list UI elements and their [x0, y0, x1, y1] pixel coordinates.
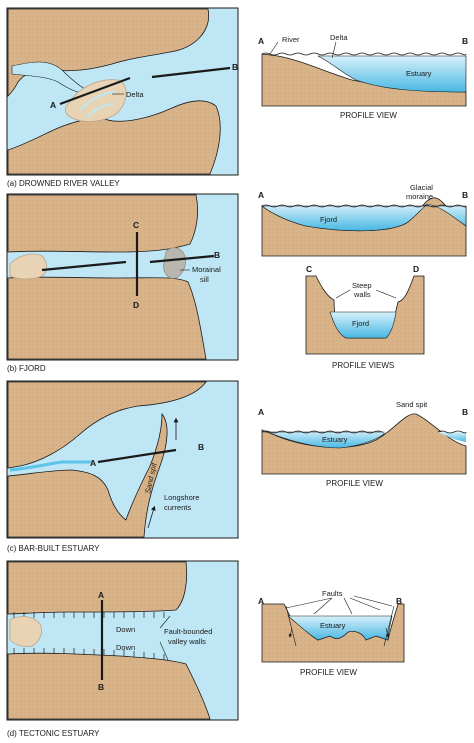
profile-cd-walls-2: walls [353, 290, 371, 299]
section-line-b1 [41, 260, 127, 272]
map-a: A B Delta [6, 7, 239, 176]
profile-a-water [317, 55, 467, 93]
profile-cd-walls-1: Steep [352, 281, 372, 290]
profile-a-estuary: Estuary [406, 69, 432, 78]
section-line-a1 [59, 76, 131, 106]
profile-d-faults: Faults [322, 589, 343, 598]
map-point-c: C [133, 220, 139, 230]
distributaries [79, 91, 117, 119]
bar-river [9, 460, 92, 472]
profile-a-delta: Delta [330, 33, 348, 42]
panel-d: A B Down Down Fault-bounded valley walls… [6, 560, 405, 738]
section-line-a2 [151, 66, 231, 79]
profile-b-caption: PROFILE VIEWS [332, 361, 394, 370]
profile-a-caption: PROFILE VIEW [340, 111, 397, 120]
profile-cd-point-c: C [306, 264, 312, 274]
profile-c-sea [438, 432, 466, 442]
caption-b: (b) FJORD [7, 364, 46, 373]
map-point-a: A [50, 100, 56, 110]
profile-c-water [261, 429, 385, 449]
profile-c-caption: PROFILE VIEW [326, 479, 383, 488]
profile-b-ab: A B Glacial moraine Fjord [258, 183, 468, 257]
map-d: A B Down Down Fault-bounded valley walls [6, 560, 239, 721]
caption-d: (d) TECTONIC ESTUARY [7, 729, 100, 738]
profile-d-caption: PROFILE VIEW [300, 668, 357, 677]
profile-b-fjord: Fjord [320, 215, 337, 224]
profile-c-sand-spit: Sand spit [396, 400, 428, 409]
profile-a: A B River Delta Estuary PROFILE VIEW [258, 33, 468, 120]
profile-b-surface [261, 204, 467, 208]
panel-b: C D B Morainal sill (b) FJORD A B Glacia… [6, 183, 468, 373]
faults-leaders [285, 595, 393, 615]
profile-c-bed [261, 413, 467, 475]
profile-cd-fjord: Fjord [352, 319, 369, 328]
map-c-point-b: B [198, 442, 204, 452]
map-point-d: D [133, 300, 139, 310]
tectonic-delta [9, 616, 42, 647]
delta-shape [64, 79, 127, 122]
tectonic-land-north [7, 561, 188, 615]
caption-a: (a) DROWNED RIVER VALLEY [7, 179, 120, 188]
map-delta-label: Delta [126, 90, 144, 99]
profile-c: A B Sand spit Estuary PROFILE VIEW [258, 400, 468, 488]
profile-d-water [287, 615, 393, 641]
map-currents-2: currents [164, 503, 191, 512]
map-point-b: B [232, 62, 238, 72]
profile-b-moraine-1: Glacial [410, 183, 433, 192]
map-point-b-fjord: B [214, 250, 220, 260]
fjord-head-delta [9, 253, 47, 280]
map-fault-walls-1: Fault-bounded [164, 627, 212, 636]
profile-cd-point-d: D [413, 264, 419, 274]
profile-a-point-a: A [258, 36, 264, 46]
map-sill-label-1: Morainal [192, 265, 221, 274]
fault-ticks [13, 612, 165, 660]
fjord-land-north [7, 194, 198, 253]
map-currents-1: Longshore [164, 493, 199, 502]
map-c: A B Sand spit Longshore currents [6, 380, 239, 539]
profile-d-estuary: Estuary [320, 621, 346, 630]
map-d-point-b: B [98, 682, 104, 692]
profile-cd-water [329, 311, 397, 339]
profile-c-point-b: B [462, 407, 468, 417]
profile-b-moraine-2: moraine [406, 192, 433, 201]
profile-a-river: River [282, 35, 300, 44]
map-c-point-a: A [90, 458, 96, 468]
map-b: C D B Morainal sill [6, 193, 239, 361]
profile-b-cd: C D Steep walls Fjord PROFILE VIEWS [305, 264, 425, 370]
morainal-sill [163, 247, 186, 279]
profile-b-point-a: A [258, 190, 264, 200]
map-fault-walls-2: valley walls [168, 637, 206, 646]
bar-land-north [7, 381, 207, 469]
land-south [7, 100, 221, 175]
profile-a-point-b: B [462, 36, 468, 46]
profile-d-fault-lines [285, 605, 395, 647]
profile-d-point-b: B [396, 596, 402, 606]
profile-b-point-b: B [462, 190, 468, 200]
section-line-b2 [149, 254, 215, 264]
land-north [7, 8, 210, 97]
map-sill-label-2: sill [200, 275, 209, 284]
section-line-c [97, 448, 177, 464]
caption-c: (c) BAR-BUILT ESTUARY [7, 544, 100, 553]
map-down-1: Down [116, 625, 135, 634]
profile-a-surface [261, 52, 467, 56]
map-down-2: Down [116, 643, 135, 652]
current-arrow-1 [147, 505, 156, 529]
panel-a: A B Delta (a) DROWNED RIVER VALLEY A B R… [6, 7, 468, 188]
profile-c-point-a: A [258, 407, 264, 417]
bar-land-south [7, 412, 168, 538]
panel-c: A B Sand spit Longshore currents (c) BAR… [6, 380, 468, 553]
fjord-land-south [7, 276, 207, 360]
profile-c-estuary: Estuary [322, 435, 348, 444]
profile-d-point-a: A [258, 596, 264, 606]
profile-b-water [261, 203, 467, 232]
profile-d: A B Faults Estuary PROFILE VIEW [258, 589, 405, 677]
tectonic-land-south [7, 652, 211, 720]
map-d-point-a: A [98, 590, 104, 600]
